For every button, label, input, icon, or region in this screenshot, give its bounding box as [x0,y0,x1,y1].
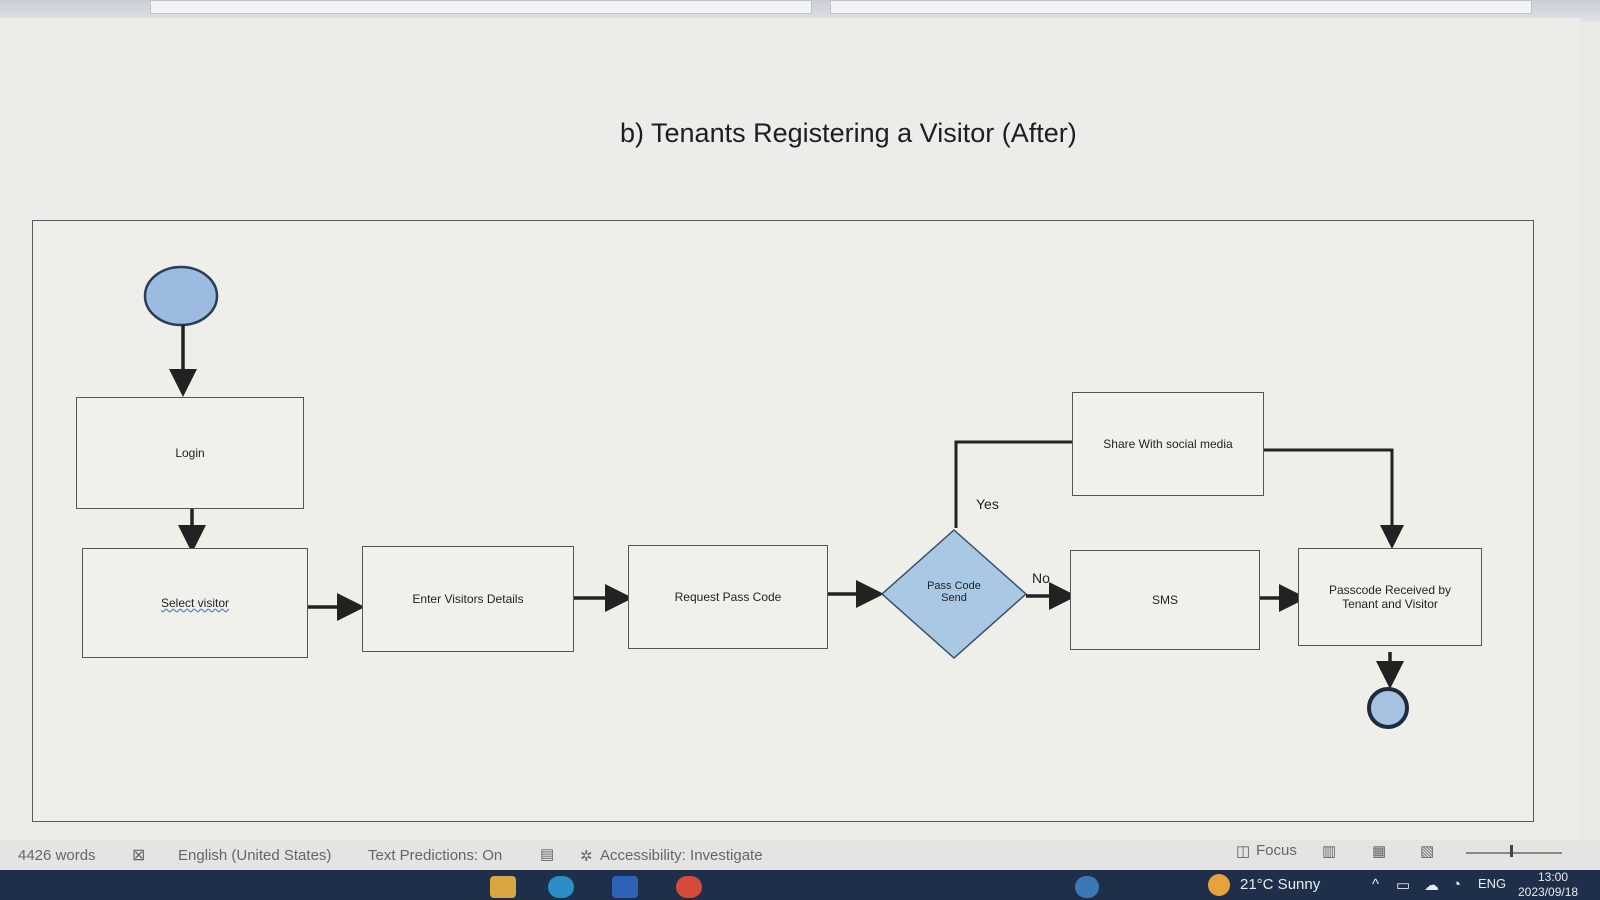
accessibility-status[interactable]: Accessibility: Investigate [600,847,763,864]
node-sms-label: SMS [1151,593,1178,607]
accessibility-icon: ✲ [580,848,593,865]
clock-time[interactable]: 13:00 [1538,870,1569,884]
print-layout-icon[interactable]: ▦ [1372,843,1387,860]
ribbon-tab-area-left [150,0,812,14]
web-layout-icon[interactable]: ▧ [1420,843,1435,860]
node-login: Login [76,397,304,509]
text-predictions-status[interactable]: Text Predictions: On [368,847,503,864]
end-node [1367,687,1409,729]
node-request-code: Request Pass Code [628,545,828,649]
node-passcode-received-label: Passcode Received by Tenant and Visitor [1328,583,1452,611]
language-status[interactable]: English (United States) [178,847,332,864]
node-enter-details-label: Enter Visitors Details [412,592,524,606]
edge-browser-icon[interactable] [548,876,574,898]
window-top-strip [0,0,1600,22]
weather-status[interactable]: 21°C Sunny [1240,876,1321,893]
node-passcode-received: Passcode Received by Tenant and Visitor [1298,548,1482,646]
proofing-icon[interactable]: ⊠ [132,847,146,864]
node-enter-details: Enter Visitors Details [362,546,574,652]
document-heading: b) Tenants Registering a Visitor (After) [620,118,1077,148]
macro-recording-icon[interactable]: ▤ [540,846,555,863]
node-sms: SMS [1070,550,1260,650]
edge-social-received [1263,448,1404,549]
battery-icon[interactable]: ▭ [1396,877,1411,894]
tray-chevron-icon[interactable]: ^ [1372,876,1380,893]
node-select-visitor-label: Select visitor [160,596,230,610]
diagram-frame [32,220,1534,822]
node-select-visitor: Select visitor [82,548,308,658]
edge-label-yes: Yes [976,496,999,512]
node-social-media: Share With social media [1072,392,1264,496]
zoom-slider-thumb[interactable] [1510,845,1513,857]
edge-decision-social [954,440,1075,528]
read-mode-icon[interactable]: ▥ [1322,843,1337,860]
node-decision-label: Pass Code Send [927,580,981,604]
node-request-code-label: Request Pass Code [674,590,782,604]
taskbar: 21°C Sunny ^ ▭ ☁ ◔ ENG 13:00 2023/09/18 [0,870,1600,900]
word-app-icon[interactable] [612,876,638,898]
cloud-icon[interactable]: ☁ [1424,877,1439,894]
focus-button[interactable]: Focus [1256,842,1297,859]
edge-label-no: No [1032,570,1050,586]
ribbon-tab-area-right [830,0,1532,14]
file-explorer-icon[interactable] [490,876,516,898]
clock-date[interactable]: 2023/09/18 [1518,885,1579,899]
zoom-slider[interactable] [1466,852,1562,854]
word-count[interactable]: 4426 words [18,847,96,864]
start-node [143,265,219,327]
input-language[interactable]: ENG [1478,876,1507,891]
node-social-media-label: Share With social media [1103,437,1233,451]
help-icon[interactable] [1075,876,1099,898]
weather-sun-icon [1208,874,1230,896]
chrome-browser-icon[interactable] [676,876,702,898]
decision-node [880,528,1028,660]
status-bar: 4426 words ⊠ English (United States) Tex… [0,840,1600,870]
wifi-icon[interactable]: ◔ [1452,876,1462,893]
focus-icon: ◫ [1236,843,1251,860]
node-login-label: Login [175,446,205,460]
